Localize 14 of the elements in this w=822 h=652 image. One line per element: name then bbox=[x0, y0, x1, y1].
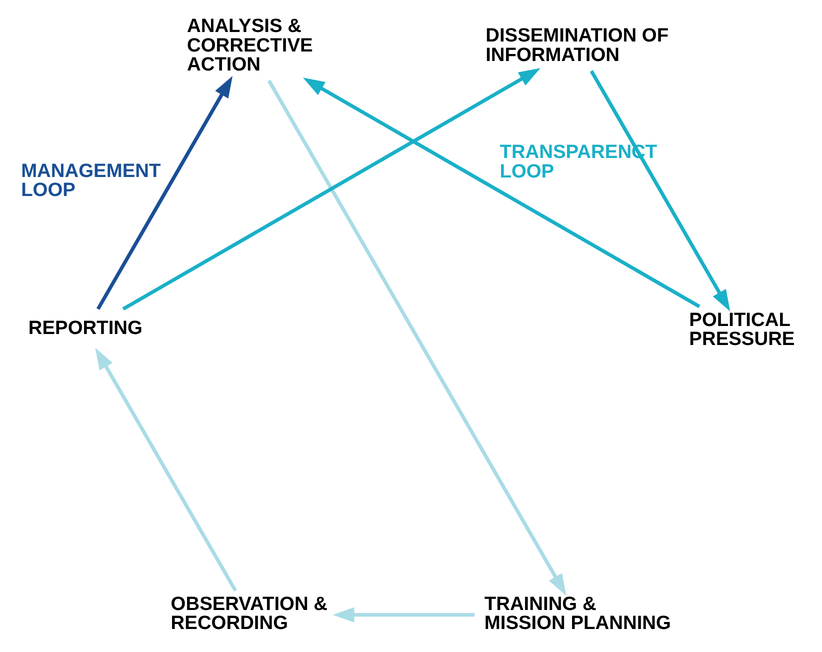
arrow bbox=[267, 80, 566, 596]
arrow bbox=[122, 68, 540, 311]
node-text: POLITICAL PRESSURE bbox=[689, 310, 795, 350]
node-text: ANALYSIS & CORRECTIVE ACTION bbox=[186, 16, 313, 76]
node-text: OBSERVATION & RECORDING bbox=[170, 594, 328, 634]
arrow bbox=[590, 70, 730, 312]
node-text: REPORTING bbox=[28, 318, 142, 340]
node-text: DISSEMINATION OF INFORMATION bbox=[486, 26, 669, 66]
arrow bbox=[95, 348, 237, 592]
node-text: TRAINING & MISSION PLANNING bbox=[484, 594, 671, 634]
arrow bbox=[96, 76, 233, 310]
arrow bbox=[332, 607, 475, 622]
arrow bbox=[302, 78, 700, 308]
edge-label: MANAGEMENT LOOP bbox=[21, 160, 161, 202]
